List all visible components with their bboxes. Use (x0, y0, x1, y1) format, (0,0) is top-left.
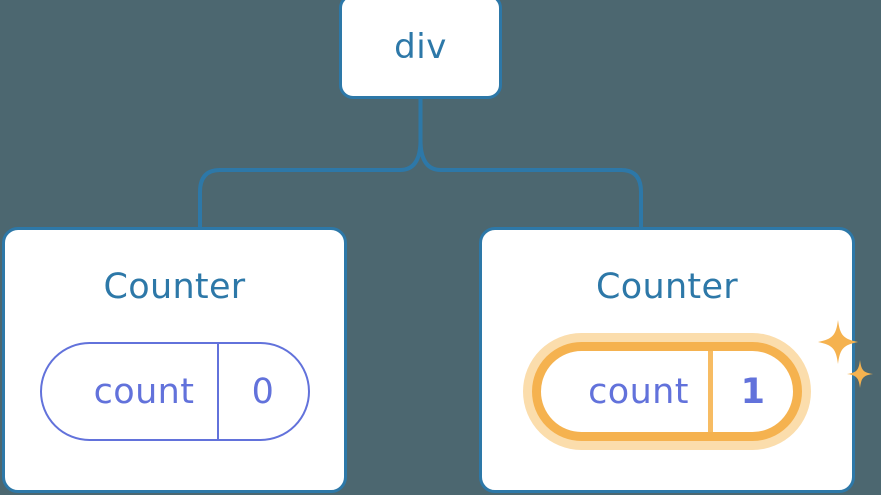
node-counter-right[interactable]: Counter count 1 (479, 227, 873, 493)
state-value-right: 1 (708, 351, 793, 432)
sparkle-icon (818, 320, 858, 364)
node-counter-left-title: Counter (103, 267, 246, 307)
node-div-label: div (394, 26, 447, 67)
state-pill-wrapper-right: count 1 (532, 320, 873, 441)
sparkle-small-icon (847, 360, 873, 388)
node-counter-left[interactable]: Counter count 0 (2, 227, 347, 493)
state-pill-wrapper-left: count 0 (39, 342, 310, 441)
state-value-left: 0 (216, 344, 308, 439)
state-key-right: count (588, 371, 689, 412)
connector-stem-and-branches (198, 97, 423, 229)
sparkle-group (818, 320, 873, 388)
state-pill-left[interactable]: count 0 (39, 342, 310, 441)
connector-branch-right (418, 138, 643, 229)
node-div[interactable]: div (339, 0, 502, 99)
state-pill-right[interactable]: count 1 (532, 342, 802, 441)
node-counter-right-title: Counter (596, 267, 738, 307)
state-key-left: count (93, 371, 195, 412)
